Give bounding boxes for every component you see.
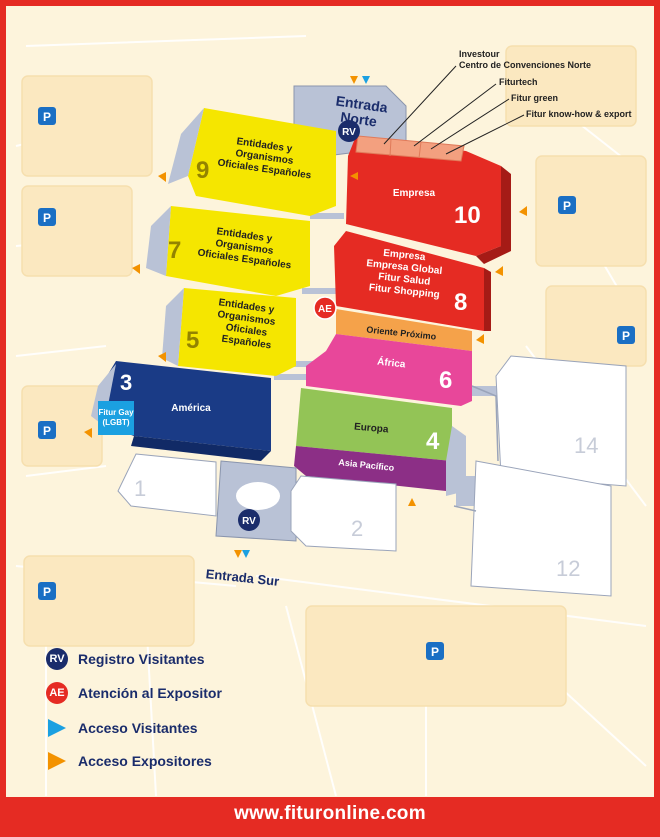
svg-text:P: P [43, 211, 51, 225]
investour-label-2: Centro de Convenciones Norte [459, 60, 591, 70]
south-entrance-building [215, 460, 297, 542]
hall-10-number: 10 [454, 202, 481, 229]
hall-10[interactable] [346, 135, 511, 264]
hall-3-label: América [171, 403, 211, 414]
parking-icon: P [558, 196, 576, 214]
svg-text:P: P [622, 329, 630, 343]
exhibitor-access-icon [476, 334, 484, 344]
ae-badge: AE [313, 296, 337, 320]
exhibitor-access-icon [48, 752, 66, 770]
rv-north-badge: RV [338, 120, 360, 142]
parking-icon: P [426, 642, 444, 660]
hall-3-gay-2: (LGBT) [102, 418, 129, 427]
parking-zones [21, 45, 647, 707]
fitur-green-label: Fitur green [511, 93, 558, 103]
hall-9[interactable] [168, 108, 336, 216]
hall-14-number: 14 [574, 433, 598, 458]
visitor-access-icon [362, 76, 370, 84]
exhibitor-access-icon [158, 172, 166, 182]
exhibitor-access-icon [519, 206, 527, 216]
access-markers [84, 76, 527, 558]
hall-8[interactable] [334, 231, 491, 331]
hall-2-number: 2 [351, 516, 363, 541]
south-entrance-label: Entrada Sur [205, 566, 280, 589]
svg-text:RV: RV [342, 127, 356, 138]
legend-ae-label: Atención al Expositor [78, 685, 222, 701]
walkway-links [453, 385, 499, 512]
rv-south-badge: RV [238, 509, 260, 531]
visitor-access-icon [48, 719, 66, 737]
parking-icon: P [617, 326, 635, 344]
hall-1-number: 1 [134, 476, 146, 501]
parking-icon: P [38, 582, 56, 600]
hall-12[interactable] [470, 460, 612, 597]
rv-icon: RV [46, 648, 68, 670]
hall-3-number: 3 [120, 370, 132, 395]
hall-14[interactable] [495, 355, 627, 487]
parking-icon: P [38, 208, 56, 226]
footer-url[interactable]: www.fituronline.com [6, 797, 654, 831]
legend-exhibitor-label: Acceso Expositores [78, 753, 212, 769]
hall-3[interactable] [91, 361, 271, 461]
hall-labels: 9 Entidades y Organismos Oficiales Españ… [98, 136, 598, 581]
exhibitor-access-icon [350, 172, 358, 180]
parking-icon: P [38, 421, 56, 439]
legend-exhibitor: Acceso Expositores [46, 749, 212, 773]
svg-text:P: P [563, 199, 571, 213]
hall-5[interactable] [162, 288, 296, 376]
legend-visitor: Acceso Visitantes [46, 716, 198, 740]
hall-8-line3: Fitur Salud [378, 271, 431, 287]
hall-9-number: 9 [196, 157, 209, 184]
exhibitor-access-icon [158, 352, 166, 362]
svg-text:P: P [43, 110, 51, 124]
hall-5-number: 5 [186, 327, 199, 354]
fiturtech-label: Fiturtech [499, 77, 538, 87]
hall-7-number: 7 [168, 237, 181, 264]
hall-6-number: 6 [439, 367, 452, 394]
venue-map: 9 Entidades y Organismos Oficiales Españ… [15, 35, 647, 796]
hall-4-line1: Europa [354, 422, 390, 436]
hall-1[interactable] [117, 453, 217, 517]
svg-text:P: P [43, 585, 51, 599]
hall-6-line2: África [377, 355, 407, 371]
hall-8-number: 8 [454, 289, 467, 316]
hall-3-gay-1: Fitur Gay [98, 408, 134, 417]
legend-visitor-label: Acceso Visitantes [78, 720, 198, 736]
hall-6[interactable] [306, 309, 472, 406]
exhibitor-access-icon [495, 266, 503, 276]
visitor-access-icon [242, 550, 250, 558]
hall-4[interactable] [294, 388, 466, 496]
parking-icons: P P P P P P P [38, 107, 635, 660]
hall-7[interactable] [146, 206, 310, 296]
north-entrance-label-1: Entrada [335, 92, 389, 115]
exhibitor-access-icon [408, 498, 416, 506]
exhibitor-access-icon [132, 264, 140, 274]
exhibitor-access-icon [84, 428, 92, 438]
hall-12-number: 12 [556, 556, 580, 581]
svg-text:RV: RV [242, 516, 256, 527]
parking-icon: P [38, 107, 56, 125]
hall-2[interactable] [290, 475, 397, 552]
investour-label-1: Investour [459, 49, 500, 59]
hall-8-line1: Empresa [383, 248, 427, 263]
legend-ae: AE Atención al Expositor [46, 681, 222, 705]
svg-text:P: P [431, 645, 439, 659]
svg-text:AE: AE [318, 304, 332, 315]
hall-4-number: 4 [426, 428, 440, 455]
legend-rv-label: Registro Visitantes [78, 651, 205, 667]
top-callouts: Investour Centro de Convenciones Norte F… [383, 49, 632, 155]
exhibitor-access-icon [350, 76, 358, 84]
exhibitor-access-icon [234, 550, 242, 558]
svg-text:P: P [43, 424, 51, 438]
legend-rv: RV Registro Visitantes [46, 647, 205, 671]
ae-icon: AE [46, 682, 68, 704]
hall-10-label: Empresa [393, 188, 436, 199]
fitur-knowhow-label: Fitur know-how & export [526, 109, 632, 119]
